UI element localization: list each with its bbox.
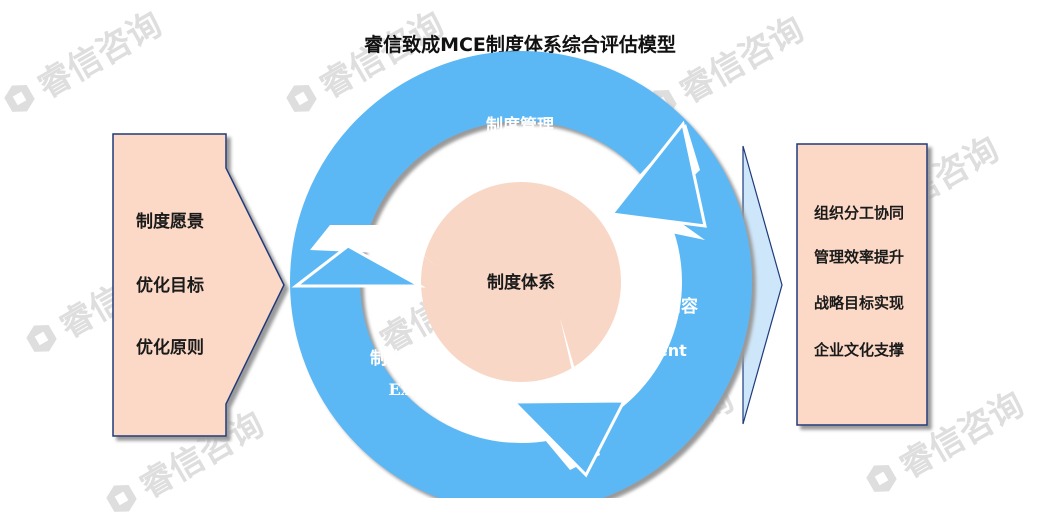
right-item-coordination: 组织分工协同 — [814, 204, 905, 222]
content-arrow-tip-icon — [510, 399, 627, 478]
center-disc — [421, 182, 621, 382]
center-label: 制度体系 — [487, 273, 555, 293]
ring-gap-left — [310, 225, 440, 270]
content-label-en: Content — [615, 341, 687, 360]
execution-label-en: Execution — [388, 380, 478, 399]
diagram-title: 睿信致成MCE制度体系综合评估模型 — [364, 34, 676, 56]
left-input-arrow — [112, 133, 285, 437]
management-label-zh: 制度管理 — [486, 116, 554, 136]
right-output-panel — [796, 143, 928, 426]
content-label-zh: 制度内容 — [630, 297, 698, 317]
execution-label-zh: 制度执行 — [370, 349, 438, 369]
right-item-efficiency: 管理效率提升 — [814, 248, 905, 266]
right-item-culture: 企业文化支撑 — [814, 341, 905, 359]
diagram-canvas — [112, 51, 928, 498]
left-item-goals: 优化目标 — [136, 276, 204, 296]
management-arrow-tip-icon — [609, 120, 707, 228]
management-label-en: Management — [461, 146, 579, 165]
right-item-strategy: 战略目标实现 — [814, 294, 905, 312]
left-item-vision: 制度愿景 — [136, 212, 204, 232]
left-item-principles: 优化原则 — [136, 338, 204, 358]
execution-arrow-tip-icon — [291, 244, 426, 288]
